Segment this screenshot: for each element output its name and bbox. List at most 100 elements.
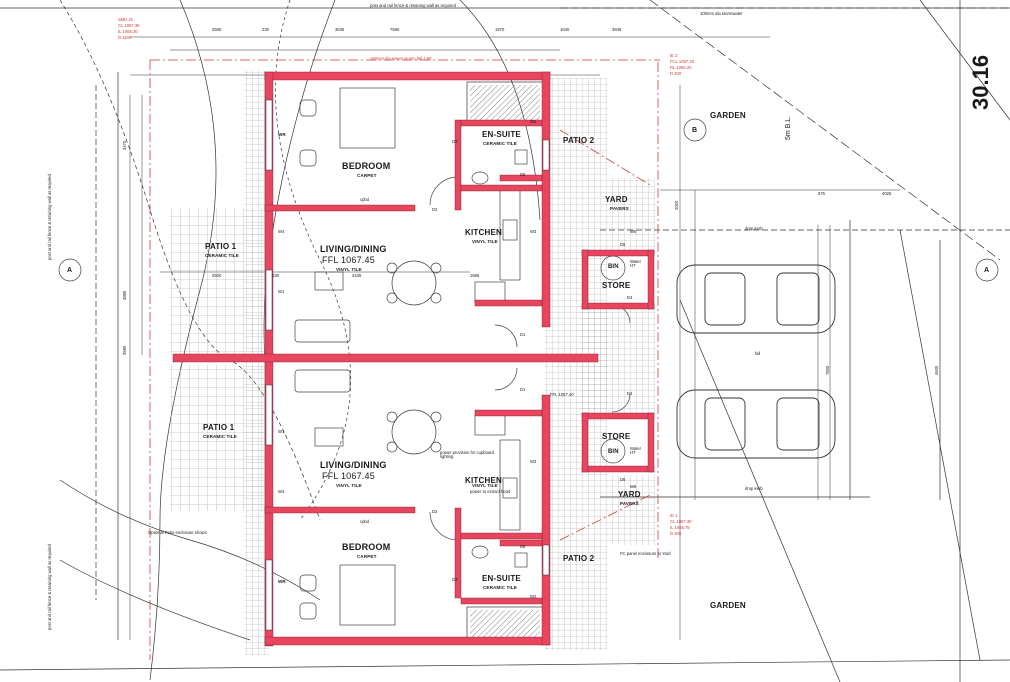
lower-window-w4: W4 (278, 489, 285, 494)
upper-garden-label: GARDEN (710, 111, 746, 120)
boundary-note-top: post and rail fence & retaining wall as … (370, 3, 456, 8)
level-bottom-right-2: IL 1065.75 (670, 525, 690, 530)
dim-2500: 2500 (212, 27, 222, 32)
dim-975: 975 (818, 191, 825, 196)
level-top-left-3: IL 1065.30 (118, 29, 138, 34)
lower-window-w2: W2 (530, 594, 537, 599)
upper-bedroom-label: BEDROOM (342, 161, 391, 171)
lower-door-d3: D3 (452, 577, 458, 582)
dim-4025: 4025 (882, 191, 892, 196)
level-top-right-3: D 200 (670, 71, 682, 76)
upper-window-w1: W1 (278, 289, 285, 294)
lower-cupboard: cpbd (360, 519, 370, 524)
drop-kerb-bottom: drop kerb (745, 486, 763, 491)
lower-window-w5: W5 (630, 484, 637, 489)
setback-note: 5m B.L. (785, 115, 792, 140)
upper-patio1-finish: CERAMIC TILE (205, 253, 239, 258)
level-top-right-1: FCL 1067.20 (670, 59, 695, 64)
section-marker-a-left: A (67, 267, 73, 274)
lower-patio1-label: PATIO 1 (203, 423, 235, 432)
sewer-note: 160mm dia sewer at min fall 1:60 (370, 56, 432, 61)
lower-wardrobe: WR (278, 579, 286, 584)
lower-patio2-label: PATIO 2 (563, 554, 595, 563)
upper-wardrobe: WR (278, 132, 286, 137)
dim-7800: 7800 (825, 365, 830, 375)
upper-window-w5: W5 (630, 229, 637, 234)
upper-window-w4: W4 (278, 229, 285, 234)
upper-bin-label: BIN (608, 264, 619, 270)
upper-ensuite-finish: CERAMIC TILE (483, 141, 517, 146)
lower-door-d5: D5 (520, 544, 526, 549)
upper-bedroom-finish: CARPET (357, 173, 377, 178)
upper-water-heater: Water HT (630, 259, 642, 269)
section-marker-a-right: A (984, 267, 990, 274)
fall-note: fall (755, 351, 761, 356)
dim-3470: 3470 (122, 140, 127, 150)
stormwater-note: 100mm dia stormwater (700, 11, 743, 16)
lower-garden-label: GARDEN (710, 601, 746, 610)
upper-door-d6: D6 (620, 242, 626, 247)
level-top-left-4: D 1100 (118, 35, 132, 40)
dim-3845: 3845 (612, 27, 622, 32)
building-walls (172, 71, 655, 647)
upper-door-d3: D3 (452, 139, 458, 144)
lower-window-w3: W3 (530, 459, 537, 464)
upper-door-d4: D4 (627, 295, 633, 300)
upper-kitchen-label: KITCHEN (465, 228, 502, 237)
lower-kitchen-finish: VINYL TILE (472, 483, 498, 488)
lower-ffl-label: FFL 1067.45 (322, 471, 375, 481)
dim-230b: 230 (272, 273, 279, 278)
dim-3435: 3435 (352, 273, 362, 278)
dim-4600: 4600 (934, 365, 939, 375)
windows (265, 99, 550, 631)
upper-patio2-label: PATIO 2 (563, 136, 595, 145)
dim-1665: 1665 (470, 273, 480, 278)
upper-door-d1: D1 (520, 332, 526, 337)
upper-store-label: STORE (602, 281, 631, 290)
upper-yard-finish: PAVERS (610, 206, 629, 211)
level-top-left-2: CL 1067.30 (118, 23, 140, 28)
lower-ensuite-label: EN-SUITE (482, 574, 521, 583)
level-bottom-right-1: CL 1067.30 (670, 519, 692, 524)
lower-bin-label: BIN (608, 449, 619, 455)
lower-store-label: STORE (602, 432, 631, 441)
upper-window-w2: W2 (530, 119, 537, 124)
fc-panel-note: FC panel enclosure to Yard (620, 551, 671, 556)
furniture (58, 87, 999, 626)
upper-door-d2: D2 (432, 207, 438, 212)
upper-ensuite-label: EN-SUITE (482, 130, 521, 139)
dim-1040: 1040 (560, 27, 570, 32)
dim-1970: 1970 (495, 27, 505, 32)
fence-note-left: post and rail fence & retaining wall as … (47, 174, 52, 260)
lower-kitchen-label: KITCHEN (465, 476, 502, 485)
dim-7580: 7580 (390, 27, 400, 32)
dim-2500b: 2500 (212, 273, 222, 278)
dim-3635: 3635 (335, 27, 345, 32)
section-marker-b: B (692, 127, 698, 134)
lower-patio1-finish: CERAMIC TILE (203, 434, 237, 439)
upper-kitchen-finish: VINYL TILE (472, 239, 498, 244)
upper-door-d5: D5 (520, 172, 526, 177)
drop-kerb-top: drop kerb (745, 226, 763, 231)
lower-door-d4: D4 (627, 391, 633, 396)
lower-water-heater: Water HT (630, 446, 642, 456)
lower-yard-finish: PAVERS (620, 501, 639, 506)
upper-living-label: LIVING/DINING (320, 244, 387, 254)
dim-3580: 3580 (122, 345, 127, 355)
site-dimension: 30.16 (968, 54, 993, 110)
lower-yard-label: YARD (618, 490, 641, 499)
upper-ffl-label: FFL 1067.45 (322, 255, 375, 265)
power-extract-note: power to extract hood (470, 489, 511, 494)
upper-patio1-label: PATIO 1 (205, 242, 237, 251)
lower-ensuite-finish: CERAMIC TILE (483, 585, 517, 590)
lower-window-w1: W1 (278, 429, 285, 434)
lower-bedroom-finish: CARPET (357, 554, 377, 559)
lower-door-d1: D1 (520, 387, 526, 392)
dim-3885: 3885 (122, 290, 127, 300)
paving-grids (170, 70, 655, 655)
level-top-right-2: RL 1066.20 (670, 65, 692, 70)
dimension-lines (129, 36, 900, 640)
lower-living-finish: VINYL TILE (336, 483, 362, 488)
